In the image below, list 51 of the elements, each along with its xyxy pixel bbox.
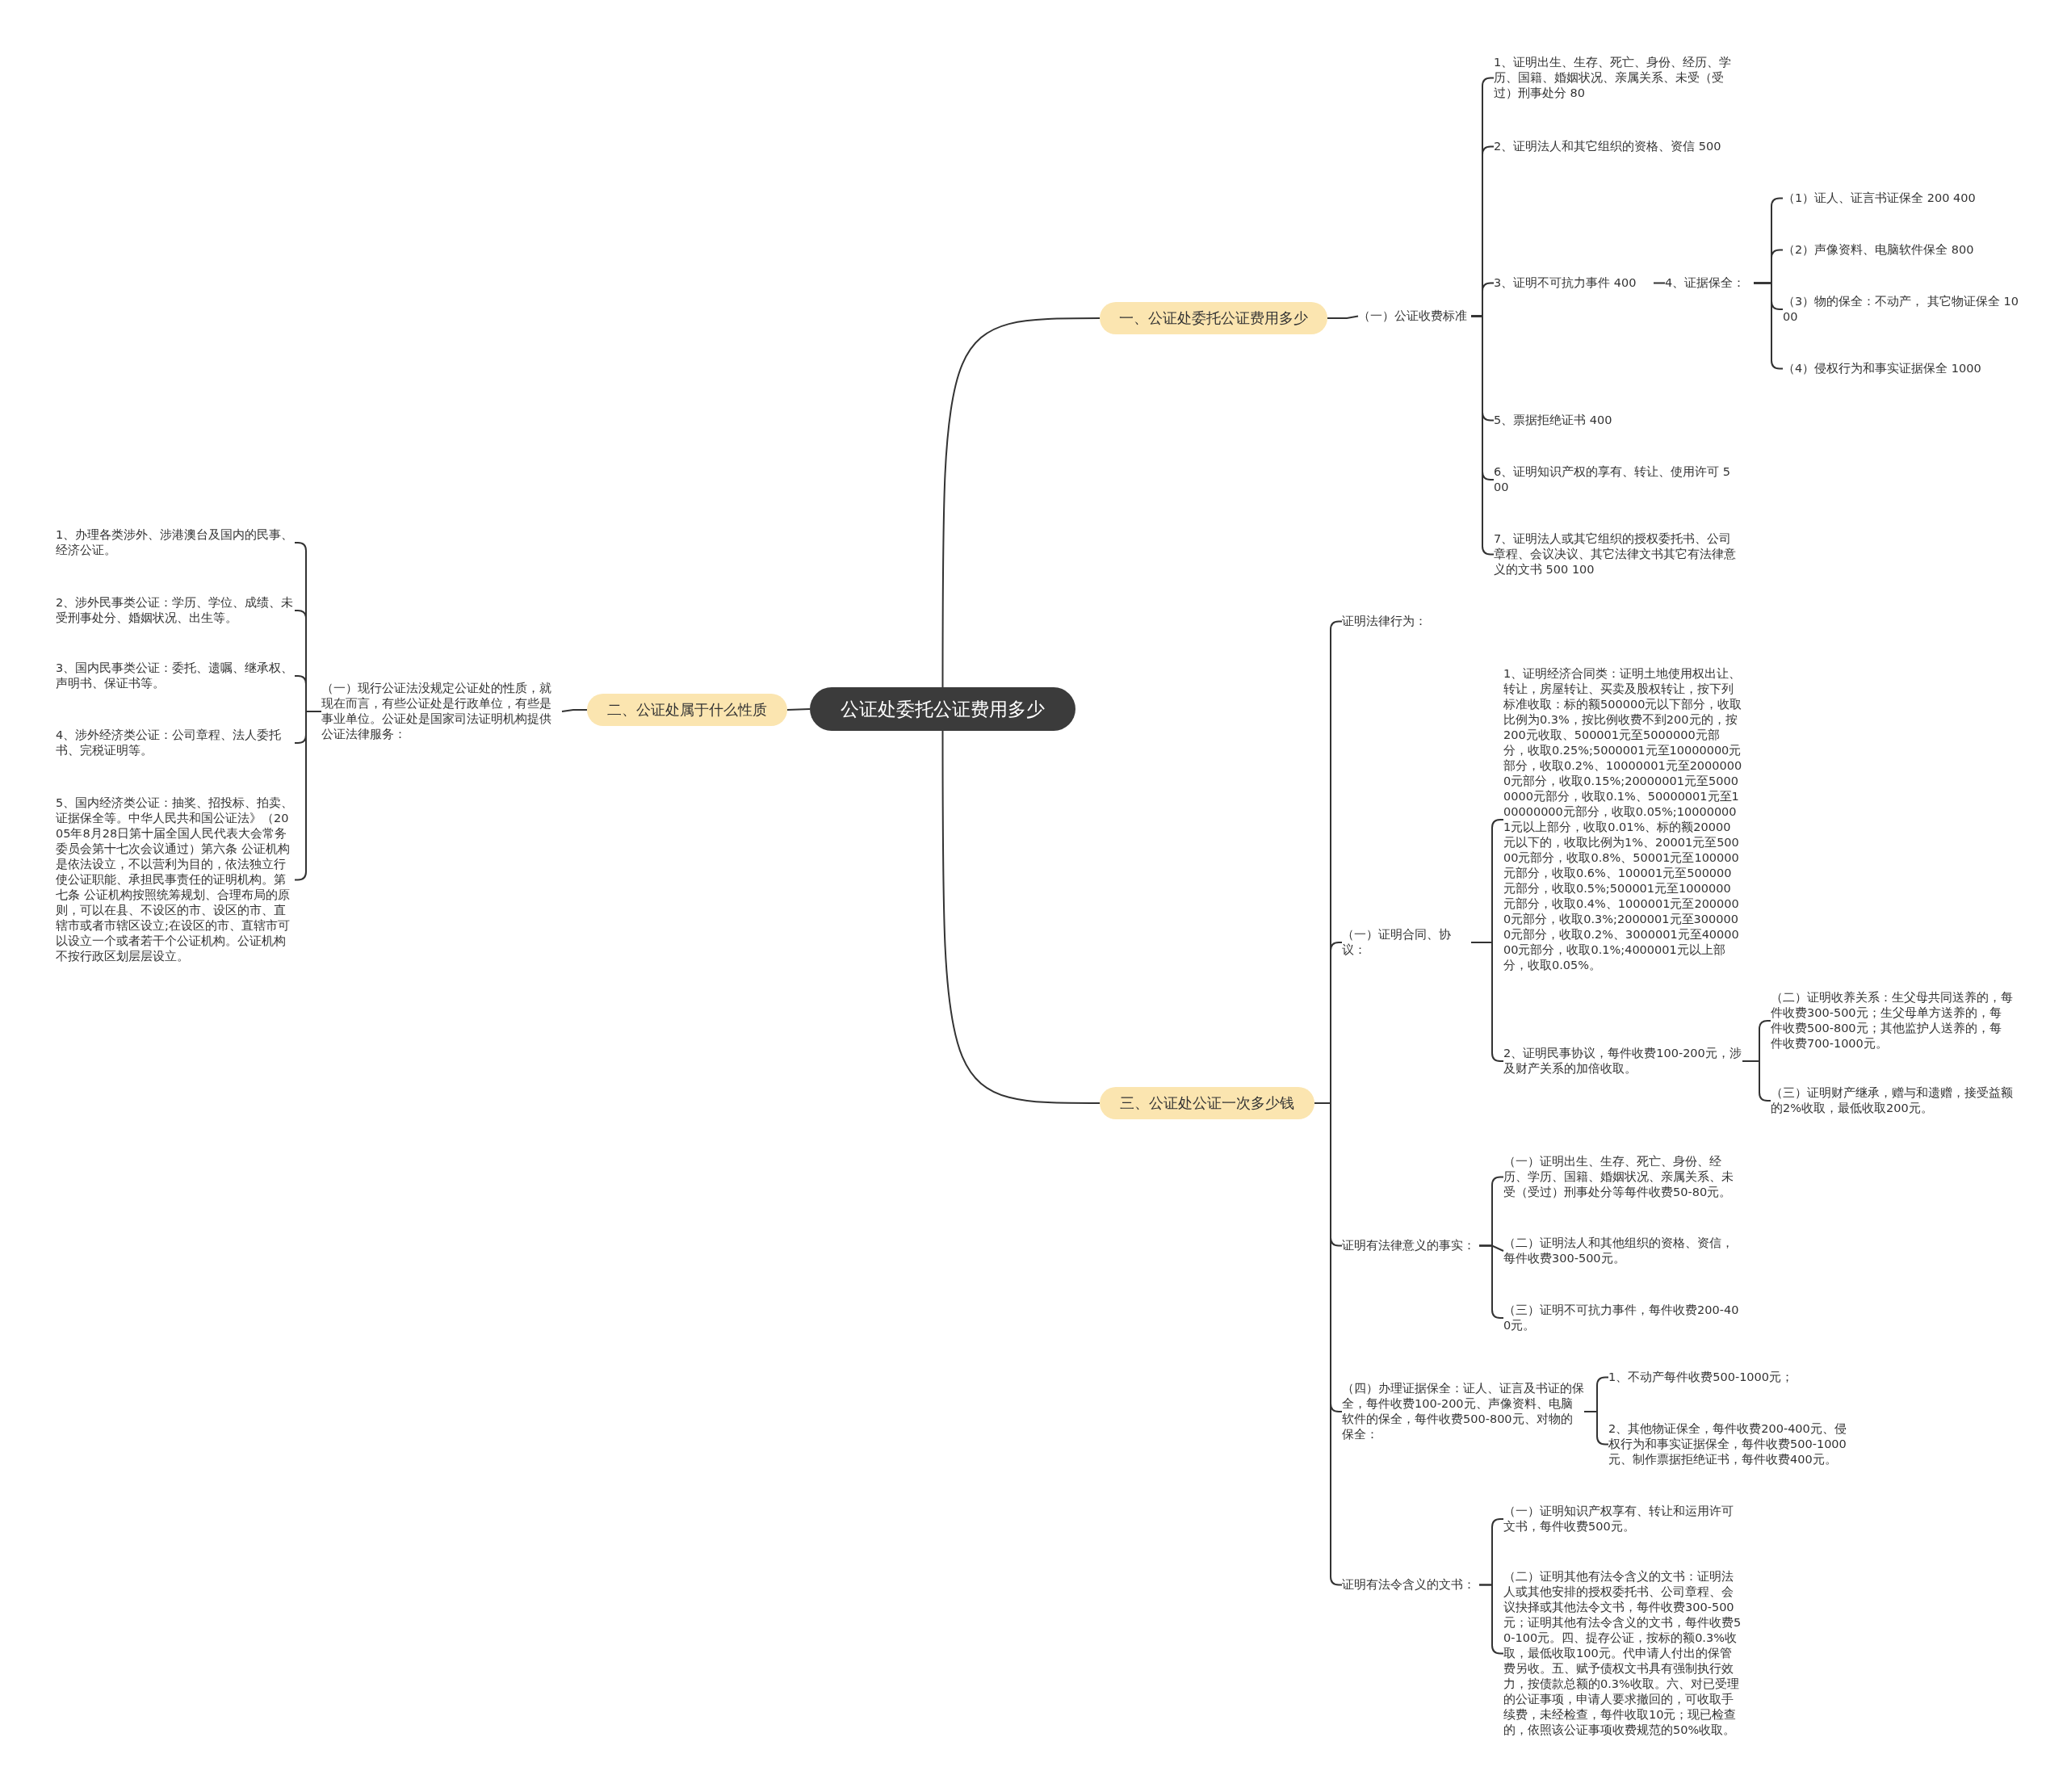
branch-text: 3、证明不可抗力事件 400 bbox=[1494, 275, 1655, 291]
branch-text: 4、证据保全： bbox=[1665, 275, 1754, 291]
branch-text: 1、办理各类涉外、涉港澳台及国内的民事、经济公证。 bbox=[56, 527, 295, 558]
branch-text: （一）公证收费标准 bbox=[1358, 308, 1471, 324]
connector-line bbox=[1742, 1060, 1771, 1102]
branch-text: （三）证明财产继承，赠与和遗赠，接受益额的2%收取，最低收取200元。 bbox=[1771, 1085, 2013, 1116]
branch-text: 2、证明民事协议，每件收费100-200元，涉及财产关系的加倍收取。 bbox=[1503, 1046, 1742, 1076]
branch-text: （一）证明出生、生存、死亡、身份、经历、学历、国籍、婚姻状况、亲属关系、未受（受过）刑事处分等每件收费50-80元。 bbox=[1503, 1154, 1742, 1200]
branch-text: （二）证明收养关系：生父母共同送养的，每件收费300-500元；生父母单方送养的，每件收费500-800元；其他监护人送养的，每件收费700-1000元。 bbox=[1771, 990, 2013, 1051]
branch-text: （一）证明知识产权享有、转让和运用许可文书，每件收费500元。 bbox=[1503, 1504, 1742, 1534]
central-topic: 公证处委托公证费用多少 bbox=[810, 687, 1075, 731]
branch-text: 2、证明法人和其它组织的资格、资信 500 bbox=[1494, 139, 1752, 154]
topic-box: 一、公证处委托公证费用多少 bbox=[1100, 302, 1327, 334]
branch-text: 证明有法令含义的文书： bbox=[1342, 1577, 1479, 1593]
branch-text: （1）证人、证言书证保全 200 400 bbox=[1783, 191, 2025, 206]
connector-line bbox=[1470, 942, 1504, 1062]
connector-line bbox=[941, 317, 1101, 688]
branch-text: （一）证明合同、协议： bbox=[1342, 927, 1471, 958]
connector-line bbox=[786, 708, 811, 711]
connector-line bbox=[1753, 282, 1784, 370]
branch-text: 7、证明法人或其它组织的授权委托书、公司章程、会议决议、其它法律文书其它有法律意义的文书 500 100 bbox=[1494, 531, 1736, 577]
branch-text: 证明有法律意义的事实： bbox=[1342, 1238, 1479, 1253]
branch-text: （二）证明其他有法令含义的文书：证明法人或其他安排的授权委托书、公司章程、会议抉择或其他法令文书，每件收费300-500元；证明其他有法令含义的文书，每件收费50-100元。四、提存公证，按标的额0.3%收取，最低收取100元。代申请人付出的保管费另收。五、赋予债权文书具有强制执行效力，按债款总额的0.3%收取。六、对已受理的公证事项，申请人要求撤回的，可收取手续费，未经检查，每件收取10元；现已检查的，依照该公证事项收费规范的50%收取。 bbox=[1503, 1569, 1742, 1738]
branch-text: 1、不动产每件收费500-1000元； bbox=[1608, 1370, 1851, 1385]
connector-line bbox=[1327, 315, 1359, 319]
branch-text: （三）证明不可抗力事件，每件收费200-400元。 bbox=[1503, 1303, 1742, 1333]
branch-text: 1、证明经济合同类：证明土地使用权出让、转让，房屋转让、买卖及股权转让，按下列标准收取：标的额500000元以下部分，收取比例为0.3%，按比例收费不到200元的，按200元收取、500001元至5000000元部分，收取0.25%;5000001元至10000000元部分，收取0.2%、10000001元至20000000元部分，收取0.15%;20000001元至50000000元部分，收取0.1%、50000001元至100000000元部分，收取0.05%;100000001元以上部分，收取0.01%、标的额20000元以下的，收取比例为1%、20001元至50000元部分，收取0.8%、50001元至100000元部分，收取0.6%、100001元至500000元部分，收取0.5%;500001元至1000000元部分，收取0.4%、1000001元至2000000元部分，收取0.3%;2000001元至3000000元部分，收取0.2%、3000001元至4000000元部分，收取0.1%;4000001元以上部分，收取0.05%。 bbox=[1503, 666, 1742, 973]
branch-text: （二）证明法人和其他组织的资格、资信，每件收费300-500元。 bbox=[1503, 1236, 1742, 1266]
branch-text: 2、涉外民事类公证：学历、学位、成绩、未受刑事处分、婚姻状况、出生等。 bbox=[56, 595, 295, 626]
branch-text: （一）现行公证法没规定公证处的性质，就现在而言，有些公证处是行政单位，有些是事业单位。公证处是国家司法证明机构提供公证法律服务： bbox=[321, 681, 562, 742]
branch-text: （四）办理证据保全：证人、证言及书证的保全，每件收费100-200元、声像资料、电脑软件的保全，每件收费500-800元、对物的保全： bbox=[1342, 1381, 1584, 1442]
branch-text: （2）声像资料、电脑软件保全 800 bbox=[1783, 242, 2025, 258]
connector-line bbox=[1478, 1584, 1504, 1655]
branch-text: 4、涉外经济类公证：公司章程、法人委托书、完税证明等。 bbox=[56, 728, 295, 758]
connector-line bbox=[561, 709, 588, 712]
branch-text: （3）物的保全：不动产， 其它物证保全 1000 bbox=[1783, 294, 2025, 325]
branch-text: 1、证明出生、生存、死亡、身份、经历、学历、国籍、婚姻状况、亲属关系、未受（受过）刑事处分 80 bbox=[1494, 55, 1736, 101]
connector-line bbox=[1653, 282, 1666, 284]
connector-line bbox=[1478, 1244, 1504, 1319]
branch-text: （4）侵权行为和事实证据保全 1000 bbox=[1783, 361, 2025, 376]
topic-box: 三、公证处公证一次多少钱 bbox=[1100, 1087, 1314, 1119]
connector-line bbox=[294, 711, 322, 881]
branch-text: 3、国内民事类公证：委托、遗嘱、继承权、声明书、保证书等。 bbox=[56, 661, 295, 691]
branch-text: 证明法律行为： bbox=[1342, 614, 1455, 629]
connector-line bbox=[1583, 1411, 1609, 1446]
topic-box: 二、公证处属于什么性质 bbox=[587, 694, 787, 726]
connector-line bbox=[941, 730, 1101, 1104]
branch-text: 6、证明知识产权的享有、转让、使用许可 500 bbox=[1494, 464, 1736, 495]
branch-text: 5、票据拒绝证书 400 bbox=[1494, 413, 1736, 428]
branch-text: 5、国内经济类公证：抽奖、招投标、拍卖、证据保全等。中华人民共和国公证法》（2005年8月28日第十届全国人民代表大会常务委员会第十七次会议通过）第六条 公证机构是依法设立，不以营利为目的，依法独立行使公证职能、承担民事责任的证明机构。第七条 公证机构按照统筹规划、合理布局的原则，可以在县、不设区的市、设区的市、直辖市或者市辖区设立;在设区的市、直辖市可以设立一个或者若干个公证机构。公证机构不按行政区划层层设立。 bbox=[56, 795, 295, 964]
branch-text: 2、其他物证保全，每件收费200-400元、侵权行为和事实证据保全，每件收费500-1000元、制作票据拒绝证书，每件收费400元。 bbox=[1608, 1421, 1847, 1467]
